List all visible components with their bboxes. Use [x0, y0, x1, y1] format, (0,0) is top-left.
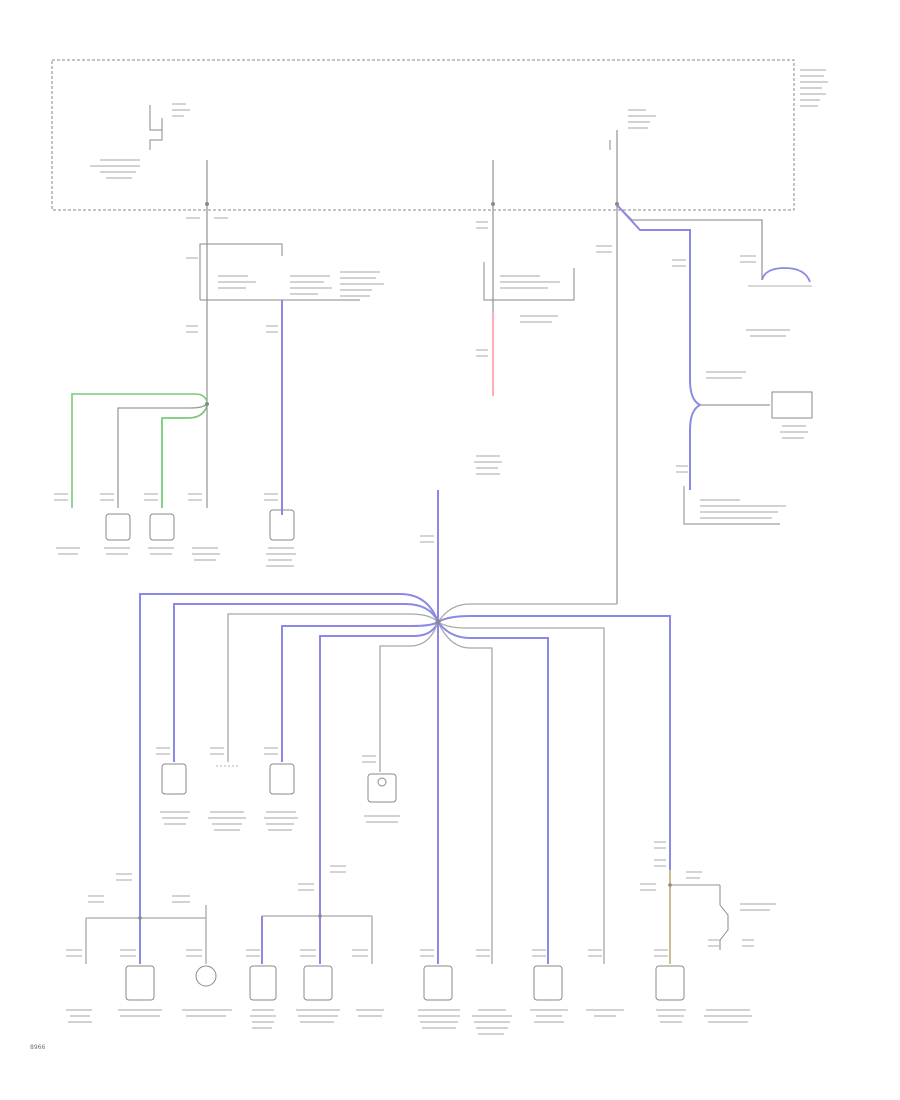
relay-switch-left	[90, 103, 190, 179]
fuse-relay-box	[51, 59, 828, 211]
middle-row-components	[156, 747, 400, 831]
splice-points	[138, 202, 672, 920]
relay-switch-right	[609, 109, 656, 150]
diagram-code: 8966	[30, 1044, 46, 1051]
ground-branch-upper	[54, 393, 296, 567]
module-connector-center	[474, 221, 575, 475]
feed-wires	[206, 130, 812, 604]
right-components	[596, 245, 813, 525]
fuse-box-label-block	[800, 69, 828, 107]
lower-left-branches	[85, 865, 373, 964]
bottom-row-components	[66, 841, 776, 1035]
module-connector-left	[186, 217, 384, 515]
ground-splice-fan	[139, 490, 671, 964]
